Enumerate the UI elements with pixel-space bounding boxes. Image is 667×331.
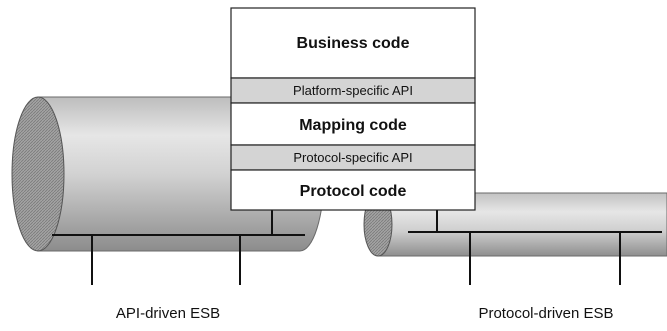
- layer-platform-api: [230, 77, 476, 104]
- layer-protocol-api: [230, 144, 476, 171]
- adapter-stack: [230, 7, 476, 211]
- layer-business-code: [230, 7, 476, 79]
- protocol-code-label: Protocol code: [300, 183, 407, 200]
- business-code-label: Business code: [297, 35, 410, 52]
- protocol-bus-connectors: [408, 210, 662, 285]
- api-bus-connectors: [52, 210, 305, 285]
- layer-protocol-code: [230, 169, 476, 211]
- platform-api-label: Platform-specific API: [293, 83, 413, 98]
- layer-mapping-code: [230, 102, 476, 146]
- protocol-api-label: Protocol-specific API: [293, 150, 412, 165]
- api-pipe-end: [11, 96, 65, 252]
- mapping-code-label: Mapping code: [299, 117, 407, 134]
- protocol-driven-esb-caption: Protocol-driven ESB: [478, 305, 613, 322]
- api-driven-esb-caption: API-driven ESB: [116, 305, 220, 322]
